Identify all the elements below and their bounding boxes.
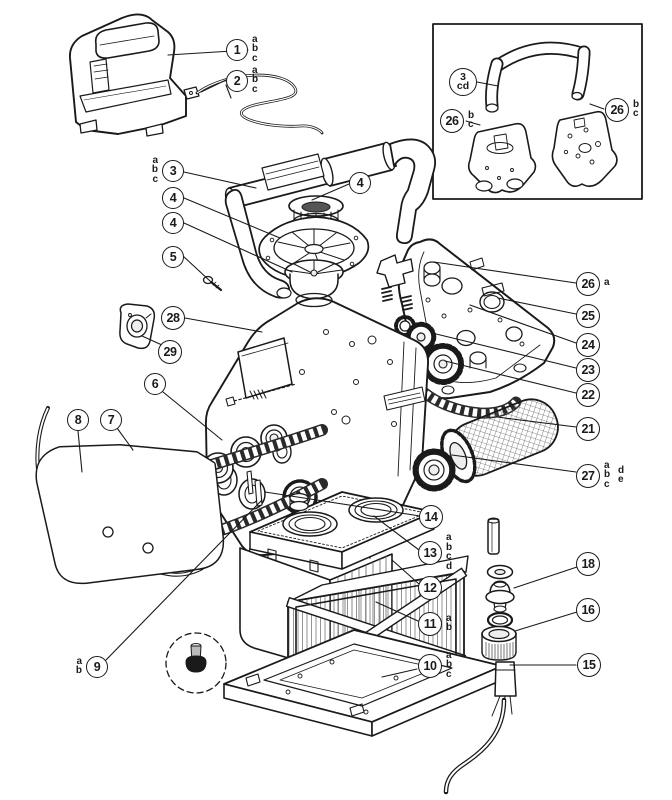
callout-10: 10 [418,654,442,678]
callout-8: 8 [67,409,89,431]
callout-27: 27 [576,464,600,488]
callout-4: 4 [162,212,184,234]
callout-3: 3 [162,160,184,182]
inset-side-plate-left-drawing [469,124,536,193]
callout-11: 11 [418,612,442,636]
callout-16: 16 [576,598,600,622]
callout-26: 26 [605,98,629,122]
callout-4: 4 [349,172,371,194]
inset-side-plate-right-drawing [552,112,617,187]
callout-letters: a [604,277,610,289]
callout-6: 6 [144,373,166,395]
callout-14: 14 [419,505,443,529]
callout-28: 28 [161,306,185,330]
leader-lines [78,50,604,677]
callout-29: 29 [158,340,182,364]
callout-25: 25 [576,304,600,328]
filter-manifold-drawing [247,471,434,572]
callout-21: 21 [576,417,600,441]
callout-13: 13 [418,541,442,565]
inset-handle-grip-drawing [486,48,584,112]
callout-15: 15 [577,653,601,677]
callout-24: 24 [576,333,600,357]
callout-26: 26 [440,109,464,133]
callout-26: 26 [576,272,600,296]
callout-7: 7 [100,409,122,431]
bottom-plate-drawing [224,630,502,736]
small-parts-column-drawing [446,518,516,792]
callout-9: 9 [86,656,108,678]
caddy-cart-drawing [70,14,199,136]
frame-drawing [39,448,220,580]
handle-assembly-drawing [224,139,435,298]
impeller-parts-drawing [259,196,368,299]
callout-5: 5 [162,246,184,268]
callout-12: 12 [418,576,442,600]
foot-screw-detail-drawing [166,633,226,693]
power-cord-drawing [197,75,322,133]
callout-2: 2 [226,70,248,92]
callout-18: 18 [576,552,600,576]
callout-22: 22 [576,383,600,407]
bracket-springs-drawing [377,255,413,310]
screw-5-drawing [204,277,222,291]
callout-1: 1 [226,39,248,61]
callout-4: 4 [162,187,184,209]
callout-23: 23 [576,358,600,382]
